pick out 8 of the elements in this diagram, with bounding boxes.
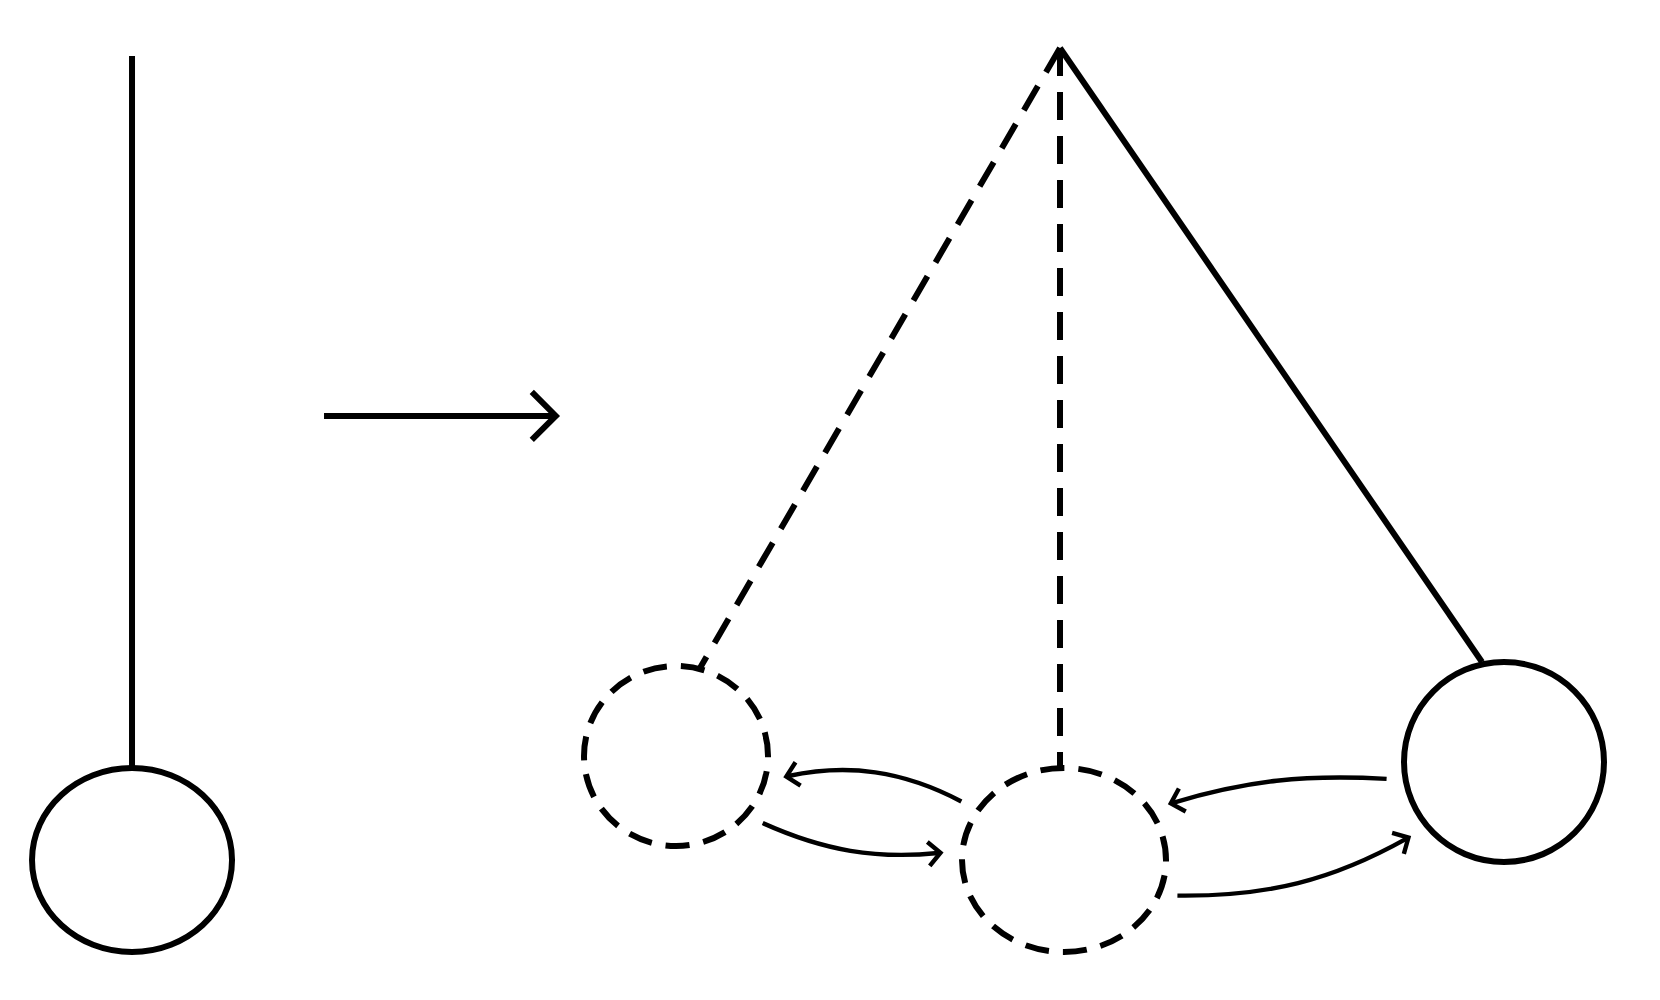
pendulum-bob <box>959 765 1169 955</box>
curved-arrow <box>783 761 963 804</box>
pendulum-bob <box>29 765 235 955</box>
pendulum-bob <box>1401 659 1607 865</box>
curved-arrow <box>1167 775 1387 814</box>
curved-arrow <box>1177 830 1412 898</box>
pendulum-bob <box>581 663 771 849</box>
curved-arrow <box>761 821 944 868</box>
